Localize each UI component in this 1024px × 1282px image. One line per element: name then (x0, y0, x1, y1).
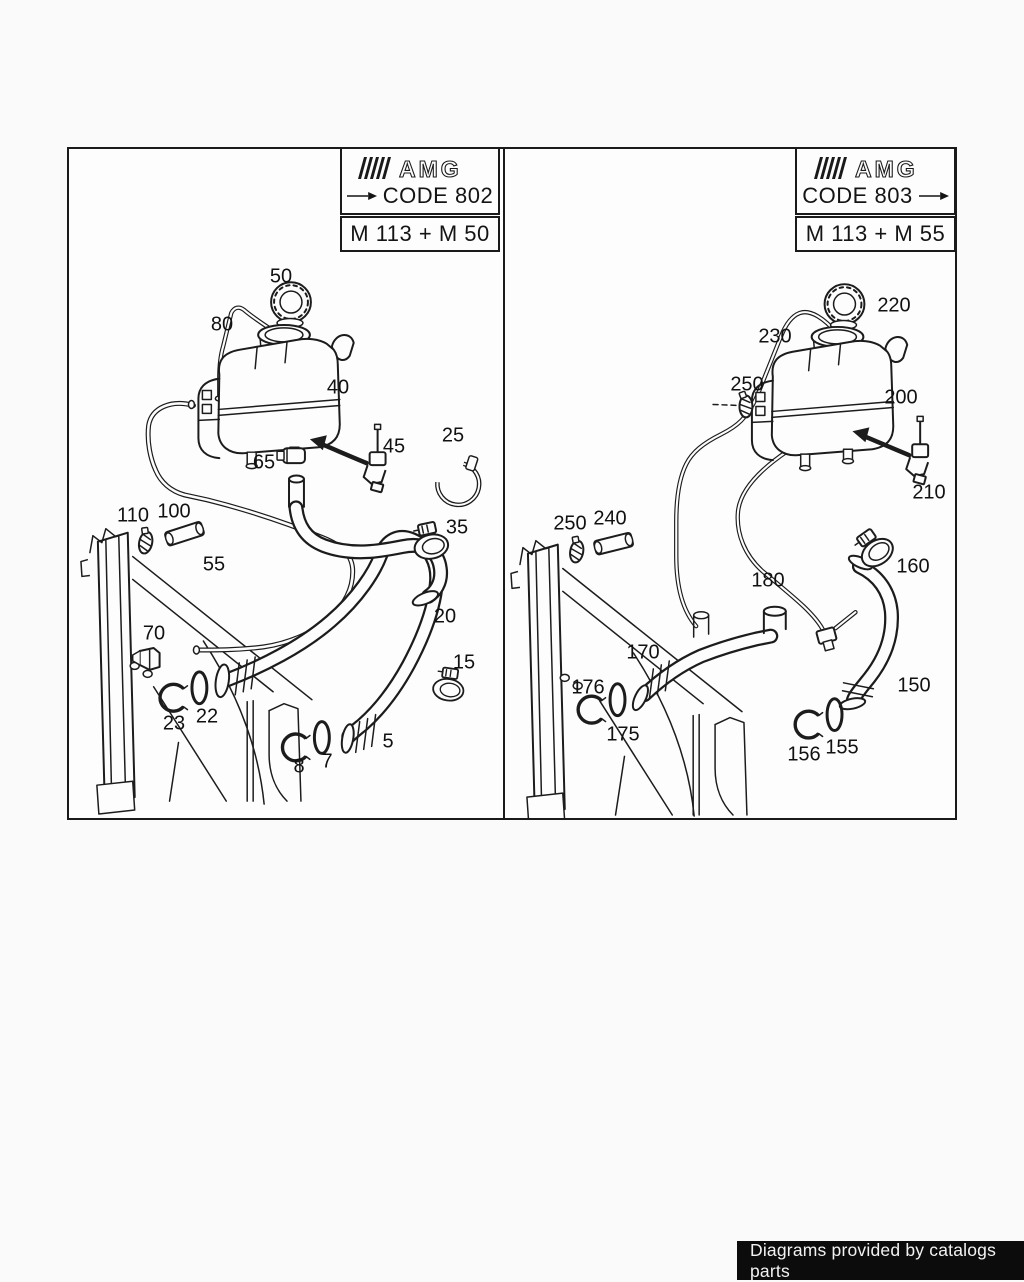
fitting-180 (815, 626, 838, 652)
amg-hatch-icon (358, 157, 391, 179)
right-arrow-icon (918, 192, 949, 200)
amg-hatch-icon (813, 157, 847, 179)
footer-credit-text: Diagrams provided by catalogs parts (750, 1239, 997, 1281)
amg-logo: AMG (813, 153, 939, 183)
engine-label: M 113 + M 50 (350, 221, 490, 246)
right-arrow-icon (346, 192, 377, 200)
amg-logo-text: AMG (855, 156, 918, 181)
part-70 (131, 647, 161, 671)
amg-logo-text: AMG (399, 156, 462, 181)
footer-credit-bar: Diagrams provided by catalogs parts (737, 1239, 1024, 1281)
engine-box-right: M 113 + M 55 (795, 216, 956, 252)
diagram-frame (67, 147, 957, 820)
amg-code-box-right: AMG CODE 803 (795, 147, 956, 215)
code-label: CODE 802 (382, 183, 494, 208)
clamp-25 (435, 455, 482, 508)
amg-logo: AMG (357, 153, 483, 183)
panel-divider (503, 149, 505, 818)
panel-right-artwork (510, 283, 928, 818)
amg-code-box-left: AMG CODE 802 (340, 147, 500, 215)
code-label: CODE 803 (802, 183, 913, 208)
panel-left-artwork (79, 281, 482, 816)
engine-label: M 113 + M 55 (805, 221, 946, 246)
parts-diagram-artwork (79, 281, 955, 818)
clamp-65 (276, 447, 306, 465)
engine-box-left: M 113 + M 50 (340, 216, 500, 252)
